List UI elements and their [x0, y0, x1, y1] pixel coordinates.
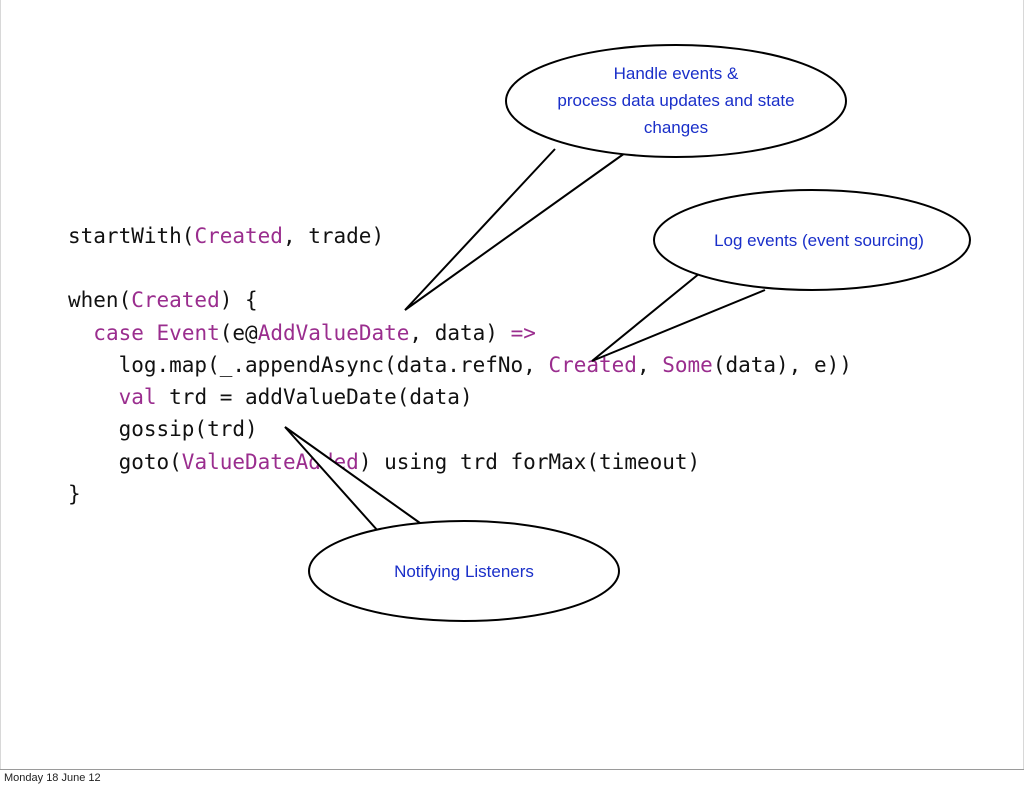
callout-pointer-handle-events	[404, 148, 626, 311]
callout-shapes	[284, 44, 971, 622]
code-text: goto(	[68, 449, 182, 474]
code-line: case Event(e@AddValueDate, data) =>	[68, 317, 852, 349]
code-keyword: case	[93, 320, 144, 345]
callout-log-events-text: Log events (event sourcing)	[714, 231, 924, 250]
callout-bubble-log-events	[653, 189, 971, 291]
callout-handle-events-line3: changes	[643, 118, 709, 137]
code-text: (data), e))	[712, 352, 852, 377]
code-text: , data)	[409, 320, 511, 345]
code-text: ) {	[219, 288, 258, 313]
callout-pointer-log-events	[591, 272, 766, 362]
callout-pointer-notifying	[284, 426, 421, 532]
code-keyword: Some	[662, 352, 713, 377]
code-text: }	[68, 482, 81, 507]
code-line: gossip(trd)	[68, 413, 852, 445]
code-keyword: AddValueDate	[257, 320, 410, 345]
code-text: when(	[68, 288, 132, 313]
code-keyword: Created	[548, 352, 637, 377]
code-line: when(Created) {	[68, 284, 852, 316]
code-text: log.map(_.appendAsync(data.refNo,	[68, 352, 549, 377]
code-text: startWith(	[68, 224, 195, 248]
code-keyword: =>	[510, 320, 536, 345]
code-text: trd = addValueDate(data)	[156, 385, 473, 410]
code-text: gossip(trd)	[68, 417, 258, 442]
callout-bubble-handle-events	[505, 44, 847, 158]
code-line: goto(ValueDateAdded) using trd forMax(ti…	[68, 446, 852, 478]
code-line: startWith(Created, trade)	[68, 220, 852, 252]
callout-handle-events-text: Handle events & process data updates and…	[516, 60, 836, 141]
code-text: (e@	[219, 320, 258, 345]
footer-divider	[0, 769, 1024, 770]
code-text: ,	[636, 352, 663, 377]
code-line: log.map(_.appendAsync(data.refNo, Create…	[68, 349, 852, 381]
code-text: , trade)	[282, 224, 385, 248]
callout-notifying-text: Notifying Listeners	[394, 562, 534, 581]
callout-handle-events-line1: Handle events &	[613, 64, 739, 83]
code-keyword: Created	[194, 224, 283, 248]
footer-date: Monday 18 June 12	[4, 772, 101, 784]
code-keyword: Event	[156, 320, 220, 345]
code-line: val trd = addValueDate(data)	[68, 381, 852, 413]
slide: startWith(Created, trade) when(Created) …	[0, 0, 1024, 770]
code-keyword: val	[118, 385, 157, 410]
code-line: }	[68, 478, 852, 510]
code-text: ) using trd forMax(timeout)	[358, 449, 701, 474]
slide-border-left	[0, 0, 1, 770]
callout-handle-events-line2: process data updates and state	[557, 91, 795, 110]
code-keyword: Created	[131, 288, 220, 313]
callout-bubble-notifying	[308, 520, 620, 622]
code-block: startWith(Created, trade) when(Created) …	[68, 220, 852, 510]
